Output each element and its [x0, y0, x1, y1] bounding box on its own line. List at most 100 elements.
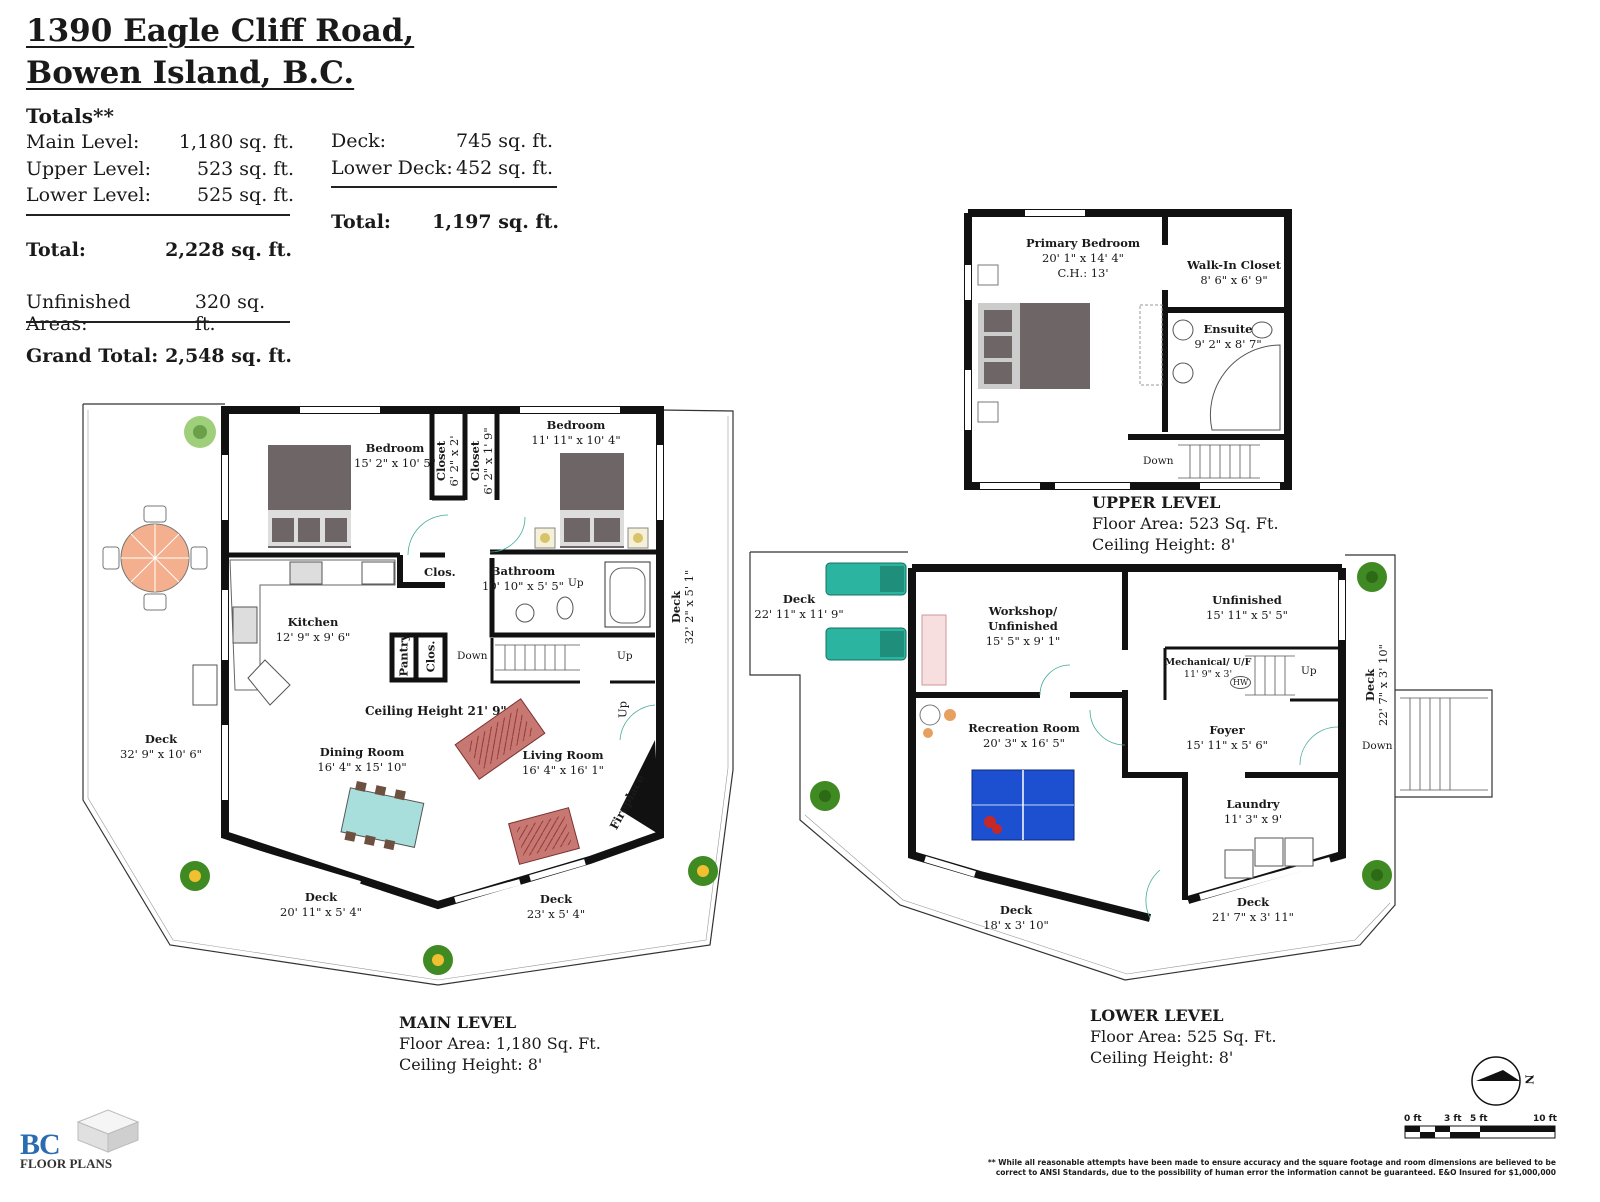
value: 2,548 sq. ft. — [165, 345, 292, 367]
room-workshop: Workshop/ Unfinished 15' 5" x 9' 1" — [978, 604, 1068, 649]
room-bedroom-1: Bedroom 15' 2" x 10' 5" — [354, 441, 436, 471]
level-ceiling: Ceiling Height: 8' — [1092, 535, 1236, 554]
level-ceiling: Ceiling Height: 8' — [399, 1055, 543, 1074]
bed-2 — [560, 453, 624, 548]
room-name: Dining Room — [319, 745, 405, 759]
water-heater-icon: HW — [1230, 676, 1252, 689]
disclaimer-line-1: ** While all reasonable attempts have be… — [987, 1158, 1556, 1167]
label: Main Level: — [26, 131, 140, 153]
rule — [26, 214, 290, 216]
room-dim: 11' 9" x 3' — [1183, 669, 1233, 680]
lower-level-plan — [749, 551, 1493, 981]
room-name: Primary Bedroom — [1025, 236, 1141, 250]
level-area: Floor Area: 525 Sq. Ft. — [1090, 1027, 1277, 1046]
room-dim: 8' 6" x 6' 9" — [1200, 273, 1268, 287]
room-kitchen: Kitchen 12' 9" x 9' 6" — [276, 615, 351, 645]
room-name: Walk-In Closet — [1186, 258, 1282, 272]
level-area: Floor Area: 1,180 Sq. Ft. — [399, 1034, 601, 1053]
disclaimer: ** While all reasonable attempts have be… — [988, 1158, 1556, 1178]
rule — [26, 321, 290, 323]
room-mechanical: Mechanical/ U/F 11' 9" x 3' — [1165, 657, 1252, 681]
room-dim: 32' 9" x 10' 6" — [120, 747, 202, 761]
company-logo: BC FLOOR PLANS — [20, 1128, 112, 1172]
room-foyer: Foyer 15' 11" x 5' 6" — [1186, 723, 1268, 753]
closet-label-2: Clos. — [423, 640, 438, 673]
room-unfinished: Unfinished 15' 11" x 5' 5" — [1206, 593, 1288, 623]
level-ceiling: Ceiling Height: 8' — [1090, 1048, 1234, 1067]
room-dim: 22' 7" x 3' 10" — [1376, 644, 1390, 726]
room-dim: 6' 2" x 1' 9" — [481, 427, 495, 495]
totals-upper-row: Upper Level:523 sq. ft. — [26, 158, 294, 180]
totals-deck-total-row: Total:1,197 sq. ft. — [331, 211, 559, 233]
ping-pong-table — [971, 769, 1075, 841]
room-dim: 21' 7" x 3' 11" — [1212, 910, 1294, 924]
totals-main-row: Main Level:1,180 sq. ft. — [26, 131, 294, 153]
deck-south-west: Deck 20' 11" x 5' 4" — [280, 890, 362, 920]
room-name: Foyer — [1209, 723, 1245, 737]
room-recreation: Recreation Room 20' 3" x 16' 5" — [968, 721, 1080, 751]
main-deck-outline — [82, 403, 734, 986]
room-dining: Dining Room 16' 4" x 15' 10" — [317, 745, 406, 775]
dining-table — [340, 781, 425, 851]
label: Grand Total: — [26, 345, 159, 367]
scale-label-3: 3 ft — [1444, 1114, 1462, 1124]
deck-north-west: Deck 22' 11" x 11' 9" — [754, 592, 843, 622]
totals-unfinished-row: Unfinished Areas:320 sq. ft. — [26, 291, 290, 335]
room-dim: 12' 9" x 9' 6" — [275, 630, 351, 644]
level-area: Floor Area: 523 Sq. Ft. — [1092, 514, 1279, 533]
level-heading: LOWER LEVEL — [1090, 1006, 1224, 1025]
plant-6 — [1357, 562, 1387, 592]
room-dim: 11' 11" x 10' 4" — [531, 433, 621, 447]
room-name: Deck — [539, 892, 573, 906]
deck-west: Deck 32' 9" x 10' 6" — [120, 732, 202, 762]
deck-lower-south: Deck 18' x 3' 10" — [983, 903, 1049, 933]
main-level-caption: MAIN LEVEL Floor Area: 1,180 Sq. Ft. Cei… — [399, 1012, 601, 1075]
scale-label-5: 5 ft — [1470, 1114, 1488, 1124]
north-arrow-icon — [1471, 1056, 1521, 1106]
logo-name: FLOOR PLANS — [20, 1156, 113, 1171]
room-dim: 11' 3" x 9' — [1223, 812, 1283, 826]
room-dim: 20' 1" x 14' 4" — [1042, 251, 1124, 265]
main-level-plan — [82, 403, 734, 986]
room-name: Kitchen — [287, 615, 339, 629]
stairs-up-label-2: Up — [617, 650, 633, 662]
stairs-down-label: Down — [1143, 455, 1174, 467]
lounger-1 — [825, 562, 907, 596]
upper-level-caption: UPPER LEVEL Floor Area: 523 Sq. Ft. Ceil… — [1092, 492, 1279, 555]
room-dim: 16' 4" x 15' 10" — [317, 760, 407, 774]
room-name: Bedroom — [365, 441, 425, 455]
address-title: 1390 Eagle Cliff Road, Bowen Island, B.C… — [26, 10, 414, 94]
room-dim: 18' x 3' 10" — [983, 918, 1049, 932]
room-name: Workshop/ Unfinished — [988, 604, 1058, 633]
room-name: Deck — [782, 592, 816, 606]
totals-lower-row: Lower Level:525 sq. ft. — [26, 184, 294, 206]
totals-lower-deck-row: Lower Deck:452 sq. ft. — [331, 157, 553, 179]
value: 745 sq. ft. — [455, 130, 553, 152]
plant-7 — [1362, 860, 1392, 890]
deck-east: Deck 32' 2" x 5' 1" — [669, 567, 696, 647]
room-dim: 15' 5" x 9' 1" — [985, 634, 1061, 648]
room-name: Bedroom — [546, 418, 606, 432]
label: Total: — [26, 239, 86, 261]
plant-3 — [688, 856, 718, 886]
totals-total-row: Total:2,228 sq. ft. — [26, 239, 292, 261]
patio-table — [102, 505, 208, 611]
room-dim: 6' 2" x 2' — [447, 435, 461, 487]
room-dim: 32' 2" x 5' 1" — [682, 569, 696, 645]
level-heading: MAIN LEVEL — [399, 1013, 517, 1032]
room-name: Deck — [144, 732, 178, 746]
room-dim: 9' 2" x 8' 7" — [1194, 337, 1262, 351]
plant-1 — [184, 416, 216, 448]
room-extra: C.H.: 13' — [1057, 266, 1109, 280]
bed-1 — [268, 445, 351, 548]
sofa-1 — [454, 698, 546, 780]
room-name: Ensuite — [1203, 322, 1253, 336]
value: 320 sq. ft. — [194, 291, 266, 335]
stairs-up-label-1: Up — [568, 577, 584, 589]
room-name: Laundry — [1226, 797, 1280, 811]
room-dim: 15' 2" x 10' 5" — [354, 456, 436, 470]
plant-5 — [810, 781, 840, 811]
north-label: N — [1522, 1074, 1536, 1085]
room-name: Deck — [1236, 895, 1270, 909]
